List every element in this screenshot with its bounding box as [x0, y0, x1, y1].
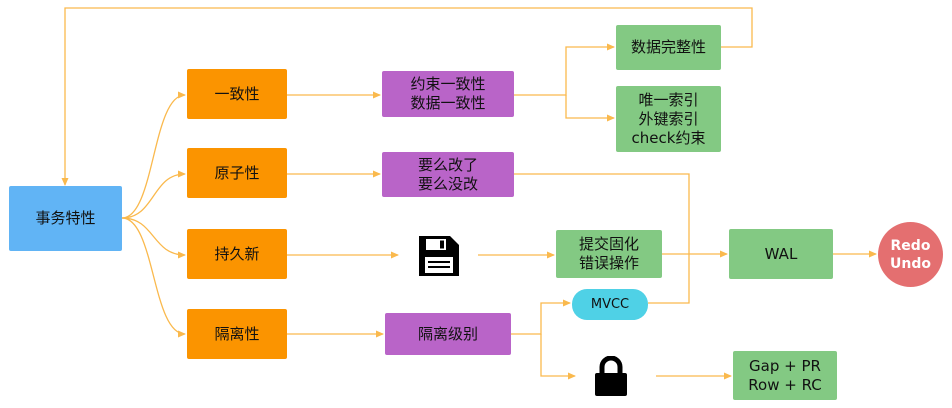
isolation-node: 隔离性 [187, 309, 287, 359]
wal-node: WAL [729, 229, 833, 279]
consistency-node: 一致性 [187, 69, 287, 119]
commit-rollback-node: 提交固化 错误操作 [556, 230, 662, 278]
padlock-icon [595, 356, 627, 396]
gap-row-node: Gap + PR Row + RC [733, 351, 837, 400]
floppy-disk-icon [419, 236, 459, 276]
key-constraints-node: 唯一索引 外键索引 check约束 [616, 86, 721, 152]
edge-root-isolation [121, 217, 186, 338]
edge-level-lock [540, 334, 576, 380]
atomicity-node: 原子性 [187, 148, 287, 198]
isolation-level-node: 隔离级别 [385, 313, 511, 355]
data-integrity-node: 数据完整性 [616, 25, 721, 70]
mvcc-node: MVCC [572, 289, 648, 320]
root-node: 事务特性 [9, 186, 122, 251]
edge-mvcc-wal [648, 254, 690, 304]
edge-allornothing-wal [514, 173, 690, 254]
edge-level-mvcc [511, 299, 571, 335]
constraint-consistency-node: 约束一致性 数据一致性 [382, 71, 514, 117]
edge-root-consistency [121, 91, 186, 219]
edge-constraint-integrity [514, 43, 615, 96]
edge-root-atomicity [121, 170, 186, 219]
redo-undo-node: Redo Undo [878, 222, 943, 287]
edge-constraint-keys [565, 95, 615, 122]
edge-integrity-root [61, 7, 753, 186]
durability-node: 持久新 [187, 229, 287, 279]
edge-root-durability [121, 217, 186, 259]
all-or-nothing-node: 要么改了 要么没改 [382, 152, 514, 197]
